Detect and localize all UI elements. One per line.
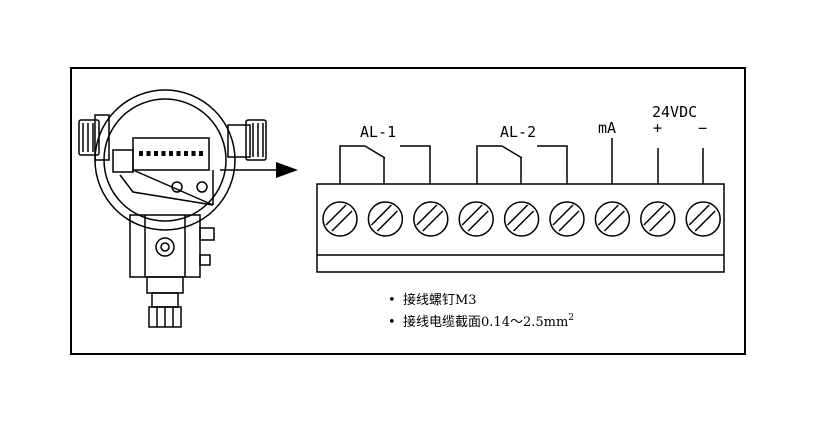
terminal-screws xyxy=(322,201,721,237)
note-bullet-2: • xyxy=(388,315,396,330)
terminal-screw-3 xyxy=(413,201,449,237)
arrow-head xyxy=(276,162,298,178)
diagram-frame xyxy=(70,67,746,355)
note-section: 接线电缆截面0.14～2.5mm2 xyxy=(403,313,574,330)
al2-contact-left xyxy=(476,145,502,184)
al2-common-lead xyxy=(537,145,568,184)
supply-label: 24VDC xyxy=(652,103,697,121)
minus-label: − xyxy=(698,119,707,137)
board-pin xyxy=(176,151,181,156)
board-pin xyxy=(154,151,158,156)
terminal-screw-4 xyxy=(458,201,494,237)
terminal-screw-5 xyxy=(503,201,540,237)
board-pin xyxy=(161,151,166,156)
note-section-text: 接线电缆截面 xyxy=(403,314,481,330)
terminal-strip-pins xyxy=(139,151,203,156)
board-pin xyxy=(191,151,196,156)
board-pin xyxy=(199,151,203,156)
board-pin xyxy=(146,151,151,156)
terminal-screw-6 xyxy=(549,201,585,237)
al1-common-lead xyxy=(400,145,431,184)
board-pin xyxy=(169,151,173,156)
terminal-screw-7 xyxy=(594,201,631,237)
transmitter-illustration xyxy=(78,89,267,328)
al2-contact-switch xyxy=(501,145,523,159)
plus-label: + xyxy=(653,119,662,137)
terminal-screw-8 xyxy=(640,201,676,237)
terminal-screw-9 xyxy=(685,201,721,237)
al1-contact-left xyxy=(339,145,365,184)
terminal-screw-1 xyxy=(322,201,358,237)
terminal-screw-2 xyxy=(367,201,404,237)
al1-label: AL-1 xyxy=(360,123,396,141)
note-bullet-1: • xyxy=(388,293,396,308)
al2-label: AL-2 xyxy=(500,123,536,141)
note-screw: 接线螺钉M3 xyxy=(403,292,477,308)
ma-label: mA xyxy=(598,119,616,137)
wiring-leads xyxy=(339,138,704,184)
note-section-value: 0.14～2.5mm xyxy=(481,315,568,330)
board-pin xyxy=(139,151,143,156)
board-pin xyxy=(184,151,188,156)
al1-contact-switch xyxy=(364,145,386,159)
note-section-sup: 2 xyxy=(568,313,574,323)
